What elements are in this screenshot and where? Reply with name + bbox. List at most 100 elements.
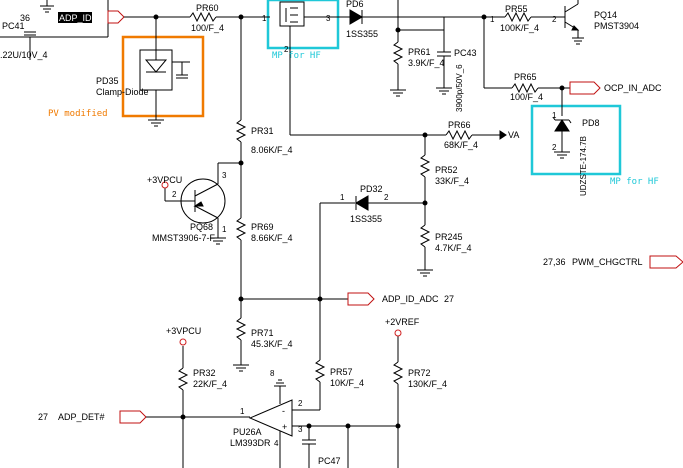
pr32-group [177, 346, 189, 468]
vpcu-power-symbol-1 [161, 181, 169, 189]
pr55-pin-1: 1 [490, 15, 495, 24]
pr55-pin-2: 2 [552, 15, 557, 24]
pq14-value: PMST3904 [594, 21, 639, 31]
pu26a-minus-input: - [282, 406, 285, 416]
pc43-ref: PC43 [454, 48, 477, 58]
pd8-pin-2: 2 [552, 143, 557, 152]
pr52-pr245-group [417, 135, 433, 277]
pr57-group [292, 359, 326, 411]
pr61-ref: PR61 [408, 47, 431, 57]
pd8-zener-symbol [552, 116, 572, 159]
pq68-ref: PQ68 [190, 222, 213, 232]
pr60-value: 100/F_4 [191, 23, 224, 33]
pq68-value: MMST3906-7-F [152, 233, 216, 243]
adp-id-net-highlight [58, 12, 92, 23]
mosfet-pin-3: 3 [326, 14, 331, 23]
pr60-ref: PR60 [196, 3, 219, 13]
pr61-pc43-group [390, 17, 452, 97]
pwm-chgctrl-page: 27,36 [543, 257, 566, 267]
pr61-value: 3.9K/F_4 [408, 58, 445, 68]
pr69-ref: PR69 [251, 222, 274, 232]
pd35-ref: PD35 [96, 76, 119, 86]
pd8-pin-1: 1 [552, 111, 557, 120]
pu26a-comparator-symbol [248, 379, 401, 468]
pr31-ref: PR31 [251, 126, 274, 136]
pr71-value: 45.3K/F_4 [251, 339, 293, 349]
pu26a-ref: PU26A [233, 427, 262, 437]
pq68-pin-3: 3 [222, 171, 227, 180]
pd35-value: Clamp-Diode [96, 87, 149, 97]
vref-power-symbol [394, 329, 402, 337]
pr66-ref: PR66 [448, 120, 471, 130]
pd32-diode-symbol [319, 195, 425, 360]
pd6-mosfet-highlight-box [266, 0, 340, 50]
pc41-ref: PC41 [2, 21, 25, 31]
pd32-pin-1: 1 [340, 193, 345, 202]
mosfet-pin-2: 2 [284, 45, 289, 54]
pu26a-plus-input: + [282, 422, 287, 432]
mosfet-pin-1: 1 [262, 14, 267, 23]
vpcu-net-2: +3VPCU [166, 326, 201, 336]
pd32-pin-2: 2 [384, 193, 389, 202]
ocp-in-adc-net: OCP_IN_ADC [604, 83, 662, 93]
vref-net: +2VREF [385, 317, 420, 327]
pc47-ref: PC47 [318, 456, 341, 466]
pd35-clamp-diode-symbol [139, 49, 190, 127]
pr65-value: 100/F_4 [510, 92, 543, 102]
pc41-value: .22U/10V_4 [0, 50, 48, 60]
pr57-ref: PR57 [330, 367, 353, 377]
pr55-value: 100K/F_4 [500, 23, 539, 33]
pr32-value: 22K/F_4 [193, 379, 227, 389]
pq68-transistor-symbol [164, 163, 226, 245]
pd6-diode-symbol [340, 0, 399, 40]
pd6-ref: PD6 [346, 0, 364, 9]
pwm-chgctrl-net: PWM_CHGCTRL [572, 257, 643, 267]
vpcu-power-symbol-2 [179, 338, 187, 346]
pq68-pin-1: 1 [222, 225, 227, 234]
pu26a-value: LM393DR [230, 438, 271, 448]
pr66-value: 68K/F_4 [444, 140, 478, 150]
pr65-group [484, 81, 601, 116]
adp-id-adc-net: ADP_ID_ADC [382, 294, 439, 304]
adp-det-connector [119, 410, 147, 424]
pin-num-36: 36 [20, 13, 30, 23]
pr71-ref: PR71 [251, 328, 274, 338]
pd32-ref: PD32 [360, 184, 383, 194]
adp-det-net: ADP_DET# [58, 412, 105, 422]
top-left-region [0, 0, 270, 120]
pr55-pq14-group [398, 0, 584, 88]
adp-id-net-label: ADP_ID [59, 13, 92, 23]
pwm-chgctrl-connector [649, 255, 683, 269]
vpcu-net-1: +3VPCU [147, 175, 182, 185]
pv-modified-annotation: PV modified [48, 109, 108, 119]
pq14-ref: PQ14 [594, 10, 617, 20]
mp-for-hf-annotation-2: MP for HF [610, 177, 659, 187]
pu26a-pin-2: 2 [298, 399, 303, 408]
va-net: VA [508, 130, 519, 140]
pc43-value: 3900p/50V_6 [455, 64, 464, 112]
pr57-value: 10K/F_4 [330, 378, 364, 388]
pr69-value: 8.66K/F_4 [251, 233, 293, 243]
adp-det-page: 27 [38, 412, 48, 422]
adp-id-adc-page: 27 [444, 294, 454, 304]
pd6-value: 1SS355 [346, 29, 378, 39]
pr72-ref: PR72 [408, 368, 431, 378]
pu26a-pin-8: 8 [270, 369, 275, 378]
pr72-value: 130K/F_4 [408, 379, 447, 389]
left-divider-column [218, 119, 375, 372]
pr245-ref: PR245 [435, 232, 463, 242]
mp-for-hf-annotation-1: MP for HF [272, 51, 321, 61]
pu26a-pin-1: 1 [240, 407, 245, 416]
pr32-ref: PR32 [193, 368, 216, 378]
pr31-value: 8.06K/F_4 [251, 145, 293, 155]
pr65-ref: PR65 [514, 72, 537, 82]
pr52-ref: PR52 [435, 165, 458, 175]
pr52-value: 33K/F_4 [435, 176, 469, 186]
pr72-group [392, 336, 404, 468]
pd8-ref: PD8 [582, 118, 600, 128]
pr245-value: 4.7K/F_4 [435, 243, 472, 253]
pd35-highlight-box [121, 35, 205, 118]
pq68-pin-2: 2 [172, 190, 177, 199]
mosfet-switch-symbol [279, 1, 425, 136]
